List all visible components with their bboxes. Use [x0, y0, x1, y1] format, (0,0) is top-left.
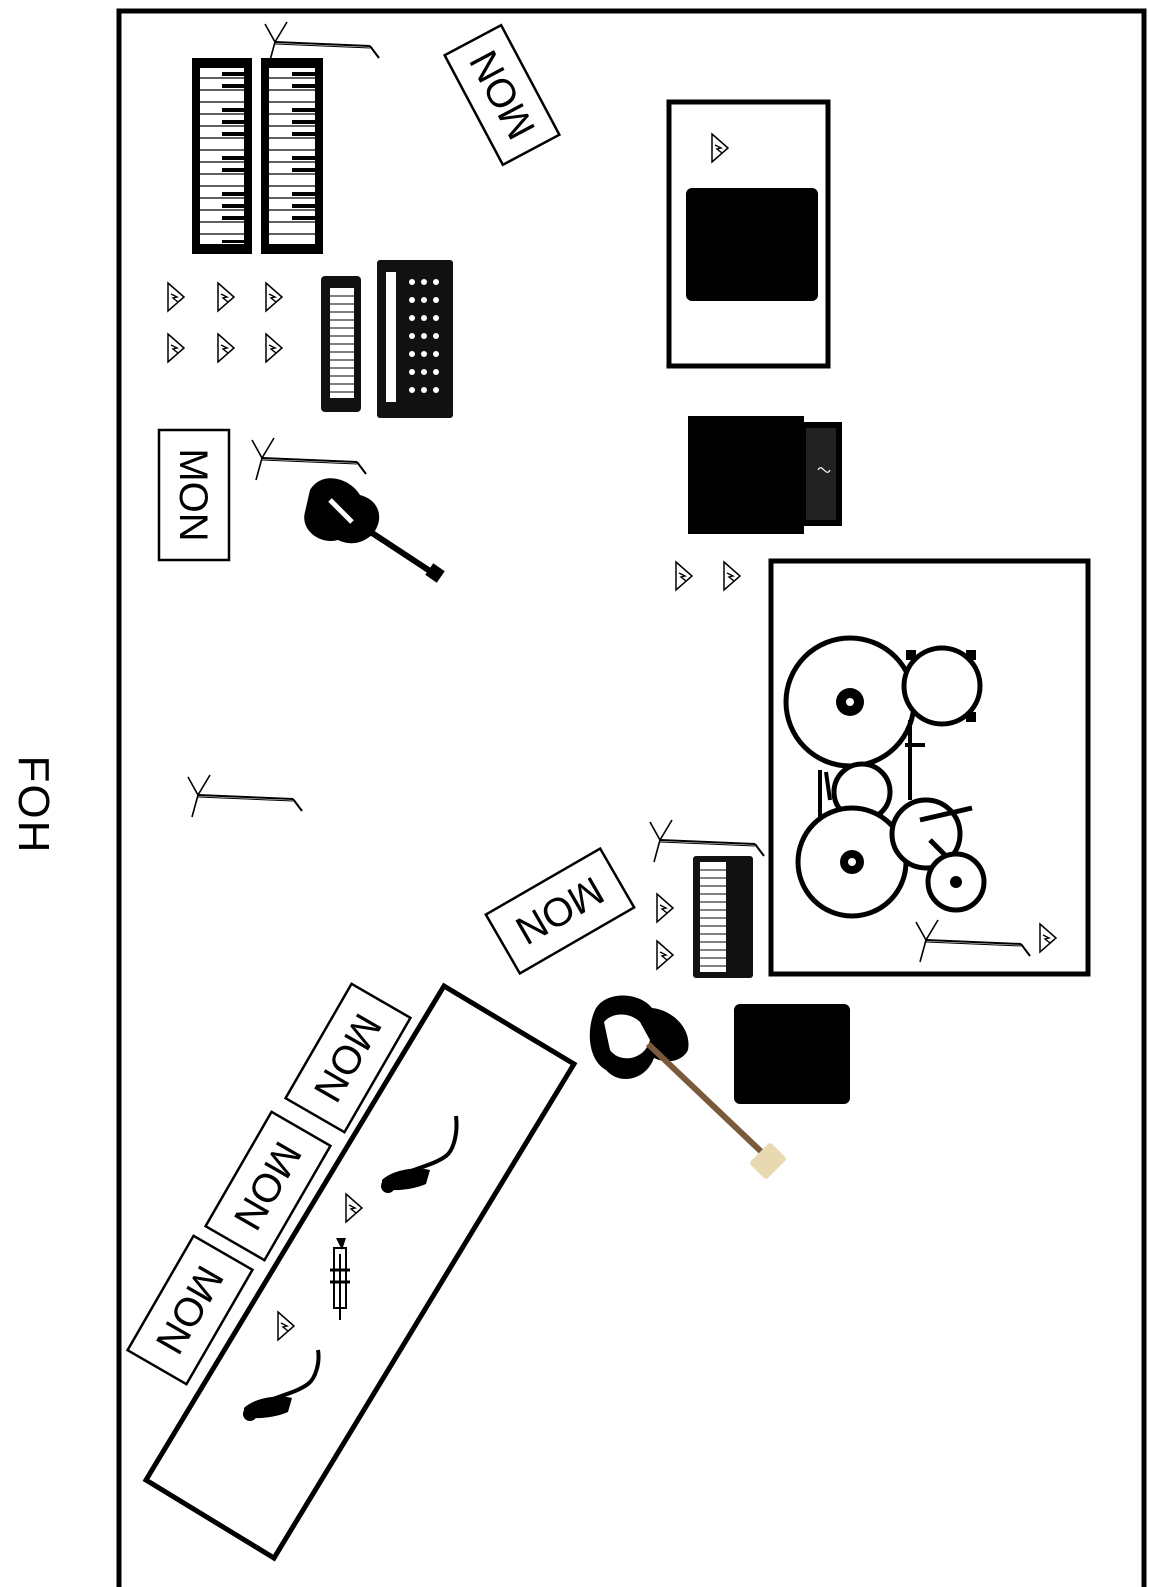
synth-icon	[321, 276, 361, 412]
mic-stand-icon	[649, 819, 765, 863]
power-outlet-icon	[1039, 923, 1057, 953]
keyboard-icon	[261, 58, 323, 254]
guitar-amp-icon	[686, 188, 818, 301]
power-outlet-icon	[711, 133, 729, 163]
synth-module-icon	[377, 260, 453, 418]
monitor-wedge: MON	[203, 1110, 333, 1262]
saxophone-icon	[243, 1349, 321, 1421]
bass-guitar-icon	[589, 995, 786, 1179]
drum-kit-icon	[783, 635, 987, 919]
power-outlet-icon	[675, 561, 693, 591]
stage-outline	[116, 8, 1147, 1587]
monitor-wedge: MON	[283, 982, 413, 1134]
horn-riser	[142, 982, 578, 1562]
monitor-wedge: MON	[157, 428, 231, 562]
mic-stand-icon	[251, 437, 367, 481]
monitor-wedge: MON	[484, 846, 636, 976]
electric-guitar-icon	[304, 478, 445, 583]
mic-stand-icon	[264, 21, 380, 65]
monitor-label: MON	[171, 448, 215, 541]
mic-stand-icon	[915, 919, 1031, 963]
guitar-amp-riser	[666, 99, 831, 369]
power-outlet-icon	[723, 561, 741, 591]
saxophone-icon	[381, 1115, 459, 1193]
guitar-amp-stack-icon	[688, 416, 842, 534]
monitor-wedge: MON	[125, 1234, 255, 1386]
trumpet-icon	[330, 1238, 350, 1320]
mic-stand-icon	[187, 774, 303, 818]
monitor-wedge: MON	[442, 23, 562, 167]
power-outlet-icon	[345, 1193, 363, 1223]
bass-cab-icon	[734, 1004, 850, 1104]
keyboard-small-icon	[693, 856, 753, 978]
power-outlet-icon	[656, 893, 674, 923]
keyboard-icon	[192, 58, 252, 254]
power-outlet-icon	[656, 940, 674, 970]
drum-riser	[768, 558, 1091, 977]
power-outlets-keys	[167, 282, 283, 363]
power-outlet-icon	[277, 1311, 295, 1341]
